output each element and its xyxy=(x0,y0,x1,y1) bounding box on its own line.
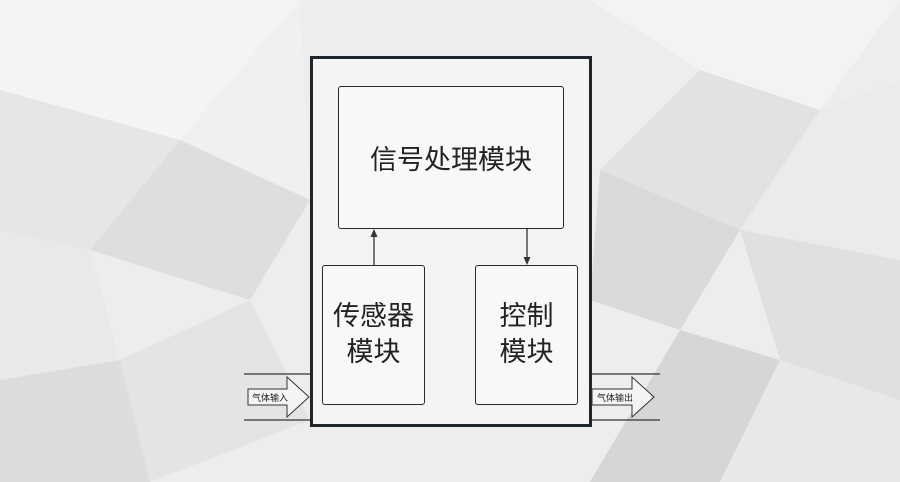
control-module-label-line1: 控制 xyxy=(499,301,554,332)
sensor-module: 传感器 模块 xyxy=(322,265,425,405)
arrow-down-icon xyxy=(523,257,531,265)
sensor-module-label-line2: 模块 xyxy=(346,337,401,368)
signal-processing-module: 信号处理模块 xyxy=(338,86,564,229)
gas-output-arrow-icon xyxy=(591,375,655,419)
gas-output-label: 气体输出 xyxy=(597,394,634,404)
gas-input-arrow-icon xyxy=(247,375,310,419)
control-module-label-line2: 模块 xyxy=(499,337,554,368)
control-module: 控制 模块 xyxy=(475,265,578,405)
sensor-module-label-line1: 传感器 xyxy=(333,301,414,332)
gas-input-label: 气体输入 xyxy=(252,394,289,404)
arrow-up-icon xyxy=(370,229,378,237)
signal-processing-label: 信号处理模块 xyxy=(370,145,532,176)
